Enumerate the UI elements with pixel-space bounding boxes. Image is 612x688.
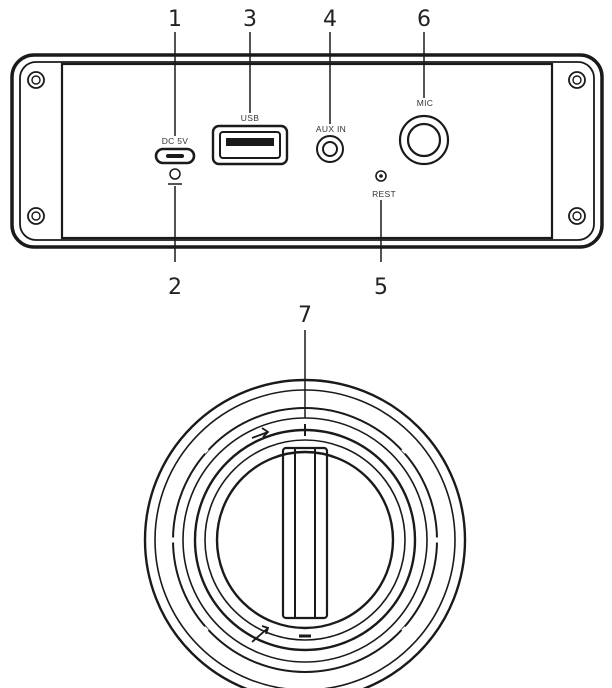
plus-polarity-icon bbox=[299, 424, 311, 436]
panel-outer-frame bbox=[10, 53, 604, 249]
cap-grip-ridges bbox=[165, 443, 445, 637]
aux-jack bbox=[316, 135, 344, 163]
screw-bottom-left bbox=[27, 207, 45, 225]
callout-6: 6 bbox=[417, 7, 431, 32]
cap-arrow-bottom-icon bbox=[251, 625, 270, 643]
mic-jack bbox=[398, 114, 450, 166]
callout-5: 5 bbox=[374, 275, 388, 300]
dc-port bbox=[154, 147, 196, 165]
cap-ring-2 bbox=[154, 389, 456, 688]
battery-cap bbox=[143, 378, 467, 688]
callout-7: 7 bbox=[298, 303, 312, 328]
cap-inner-ring bbox=[215, 450, 395, 630]
leader-lines bbox=[174, 32, 425, 418]
usb-port bbox=[211, 124, 289, 166]
cap-ring-6 bbox=[204, 439, 406, 641]
cap-twist-handle bbox=[281, 446, 329, 620]
screw-top-left bbox=[27, 71, 45, 89]
rear-panel: DC 5V USB AUX IN REST MIC bbox=[10, 53, 604, 249]
screw-top-right bbox=[568, 71, 586, 89]
led-indicator bbox=[168, 168, 182, 185]
callout-1: 1 bbox=[168, 7, 182, 32]
cap-arrow-top-icon bbox=[251, 427, 270, 439]
mic-jack-label: MIC bbox=[417, 98, 433, 108]
dc-port-label: DC 5V bbox=[162, 136, 189, 146]
aux-jack-label: AUX IN bbox=[316, 124, 346, 134]
panel-face bbox=[60, 62, 554, 240]
usb-port-label: USB bbox=[241, 113, 259, 123]
screw-bottom-right bbox=[568, 207, 586, 225]
reset-hole bbox=[375, 170, 387, 182]
callout-2: 2 bbox=[168, 275, 182, 300]
callout-4: 4 bbox=[323, 7, 337, 32]
reset-hole-label: REST bbox=[372, 189, 396, 199]
cap-ring-4 bbox=[182, 417, 428, 663]
panel-inner-frame bbox=[19, 61, 595, 241]
cap-outer-ring bbox=[143, 378, 467, 688]
callout-3: 3 bbox=[243, 7, 257, 32]
